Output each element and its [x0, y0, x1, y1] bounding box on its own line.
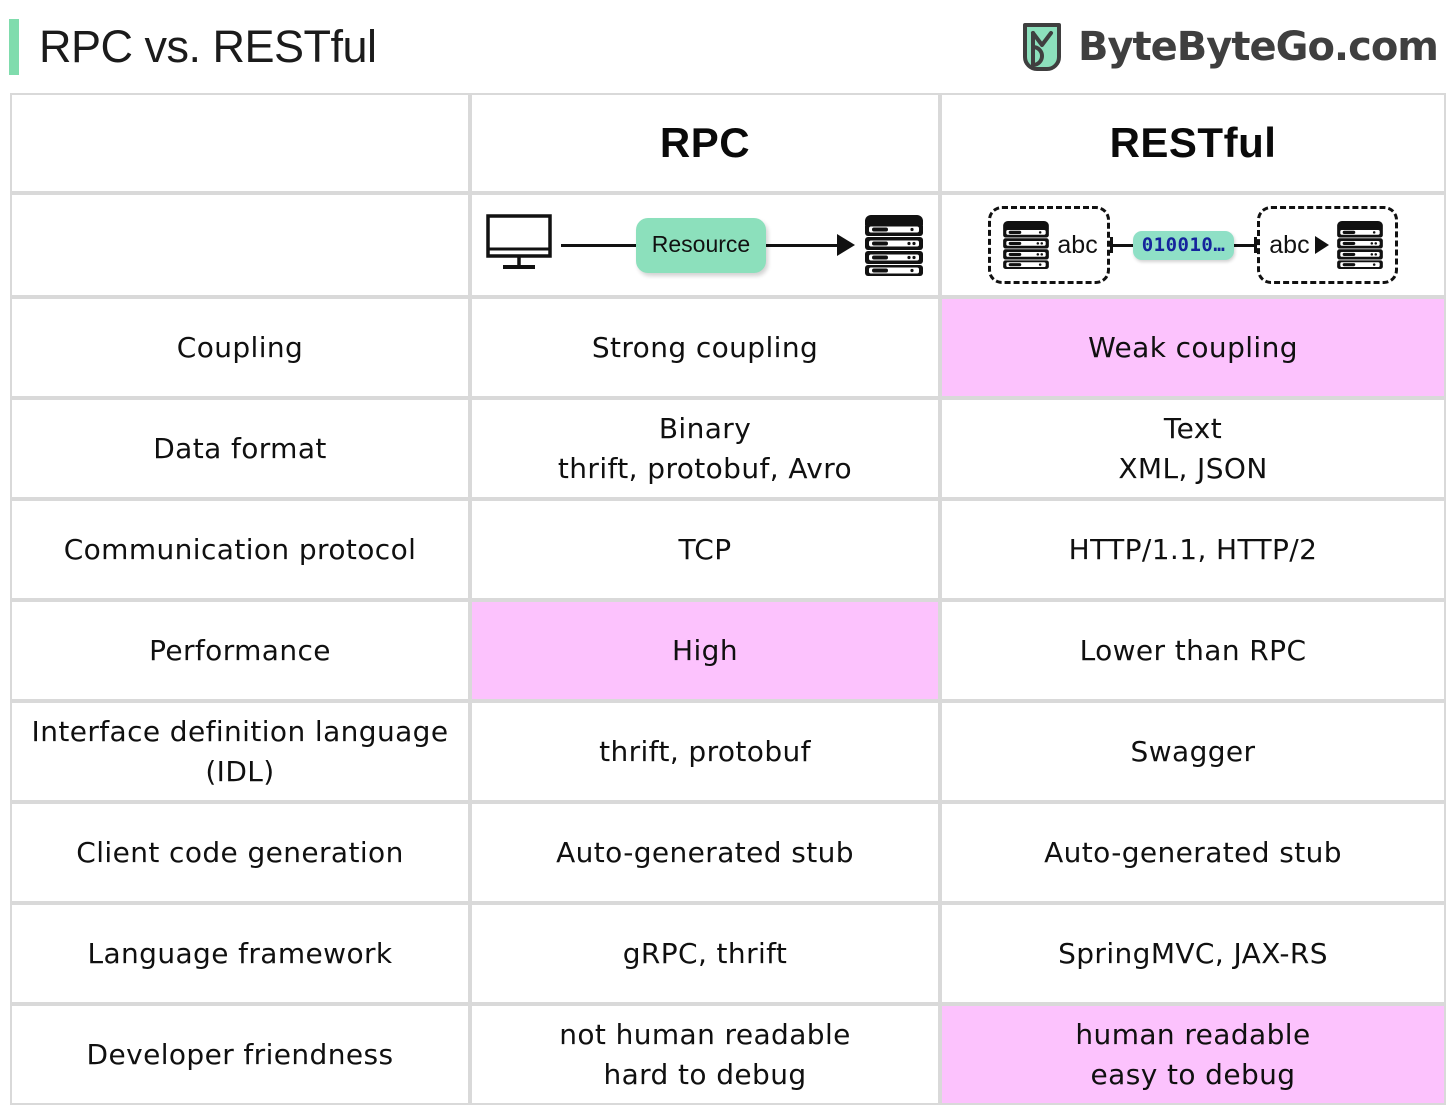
cell-text: easy to debug — [1090, 1057, 1296, 1091]
brand: ByteByteGo.com — [1020, 21, 1442, 73]
cell-text: hard to debug — [603, 1057, 807, 1091]
header-cell-restful: RESTful — [940, 93, 1446, 193]
rpc-cell: not human readable hard to debug — [470, 1004, 940, 1105]
cell-text: Interface definition language — [31, 714, 449, 748]
cell-text: gRPC, thrift — [622, 936, 788, 970]
cell-text: TCP — [678, 532, 732, 566]
feature-cell: Client code generation — [10, 802, 470, 903]
connector-line-b — [1234, 243, 1255, 247]
restful-cell: SpringMVC, JAX-RS — [940, 903, 1446, 1004]
server-stack-icon — [861, 209, 927, 281]
diagram-cell-rpc: Resource — [470, 193, 940, 297]
restful-cell: Lower than RPC — [940, 600, 1446, 701]
diagram-cell-restful: abc 010010… abc — [940, 193, 1446, 297]
table-header-row: RPC RESTful — [10, 93, 1446, 193]
accent-bar — [9, 18, 19, 75]
restful-cell: HTTP/1.1, HTTP/2 — [940, 499, 1446, 600]
rpc-cell: High — [470, 600, 940, 701]
bytebytego-logo-icon — [1020, 21, 1064, 73]
table-row: Developer friendness not human readable … — [10, 1004, 1446, 1105]
connector-tick-right — [1254, 237, 1258, 253]
connector-line-a — [1112, 243, 1133, 247]
server-stack-icon — [1000, 215, 1052, 275]
restful-cell: Swagger — [940, 701, 1446, 802]
page-header: RPC vs. RESTful ByteByteGo.com — [0, 0, 1456, 93]
rpc-cell: gRPC, thrift — [470, 903, 940, 1004]
diagram-cell-blank — [10, 193, 470, 297]
monitor-icon — [483, 212, 561, 278]
feature-cell: Developer friendness — [10, 1004, 470, 1105]
header-cell-rpc: RPC — [470, 93, 940, 193]
feature-cell: Data format — [10, 398, 470, 499]
cell-text: Strong coupling — [591, 330, 819, 364]
cell-text: Text — [1163, 411, 1223, 445]
table-row: Coupling Strong coupling Weak coupling — [10, 297, 1446, 398]
rpc-cell: thrift, protobuf — [470, 701, 940, 802]
feature-cell: Interface definition language (IDL) — [10, 701, 470, 802]
cell-text: Weak coupling — [1088, 330, 1298, 364]
restful-cell: Auto-generated stub — [940, 802, 1446, 903]
cell-text: thrift, protobuf — [599, 734, 811, 768]
cell-text: Swagger — [1130, 734, 1256, 768]
rpc-cell: Strong coupling — [470, 297, 940, 398]
rpc-cell: Auto-generated stub — [470, 802, 940, 903]
restful-cell: Text XML, JSON — [940, 398, 1446, 499]
restful-cell: human readable easy to debug — [940, 1004, 1446, 1105]
cell-text: not human readable — [559, 1017, 851, 1051]
restful-target-box: abc — [1257, 206, 1398, 284]
cell-text: (IDL) — [205, 754, 275, 788]
cell-text: XML, JSON — [1118, 451, 1268, 485]
cell-text: thrift, protobuf, Avro — [557, 451, 853, 485]
connector-tick-left — [1109, 237, 1113, 253]
restful-source-box: abc — [988, 206, 1110, 284]
cell-text: High — [672, 633, 738, 667]
cell-text: HTTP/1.1, HTTP/2 — [1068, 532, 1318, 566]
table-row: Communication protocol TCP HTTP/1.1, HTT… — [10, 499, 1446, 600]
rpc-cell: TCP — [470, 499, 940, 600]
connector-line-right — [766, 243, 839, 247]
cell-text: Auto-generated stub — [556, 835, 854, 869]
table-row: Performance High Lower than RPC — [10, 600, 1446, 701]
feature-cell: Language framework — [10, 903, 470, 1004]
table-row: Language framework gRPC, thrift SpringMV… — [10, 903, 1446, 1004]
table-row: Interface definition language (IDL) thri… — [10, 701, 1446, 802]
cell-text: Binary — [658, 411, 752, 445]
brand-name: ByteByteGo.com — [1077, 23, 1439, 70]
feature-cell: Communication protocol — [10, 499, 470, 600]
table-row: Data format Binary thrift, protobuf, Avr… — [10, 398, 1446, 499]
resource-label: Resource — [635, 217, 767, 273]
header-cell-blank — [10, 93, 470, 193]
restful-cell: Weak coupling — [940, 297, 1446, 398]
title-wrap: RPC vs. RESTful — [0, 0, 377, 93]
cell-text: Lower than RPC — [1079, 633, 1307, 667]
arrow-icon — [837, 234, 856, 256]
server-stack-icon — [1334, 215, 1386, 275]
feature-cell: Performance — [10, 600, 470, 701]
payload-badge: 010010… — [1132, 230, 1235, 260]
cell-text: SpringMVC, JAX-RS — [1058, 936, 1328, 970]
rpc-cell: Binary thrift, protobuf, Avro — [470, 398, 940, 499]
comparison-table: RPC RESTful Resource — [10, 93, 1446, 1105]
connector-line-left — [560, 243, 636, 247]
cell-text: Auto-generated stub — [1044, 835, 1342, 869]
page-title: RPC vs. RESTful — [39, 20, 377, 72]
cell-text: human readable — [1075, 1017, 1311, 1051]
feature-cell: Coupling — [10, 297, 470, 398]
restful-target-label: abc — [1269, 230, 1310, 259]
arrow-icon — [1314, 236, 1329, 254]
restful-source-label: abc — [1057, 230, 1098, 259]
table-row: Client code generation Auto-generated st… — [10, 802, 1446, 903]
diagram-row: Resource — [10, 193, 1446, 297]
